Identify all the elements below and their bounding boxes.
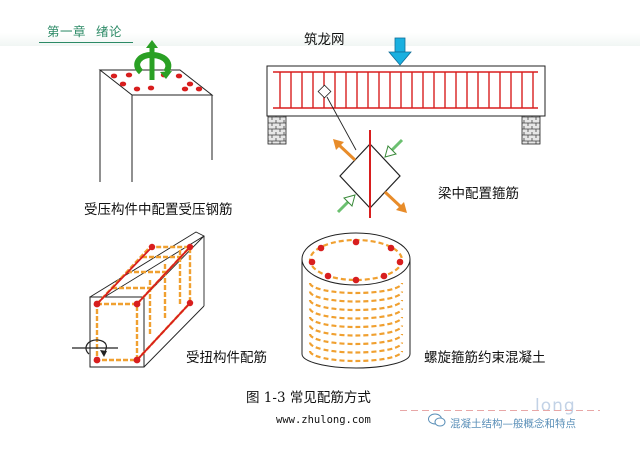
beam-stirrups xyxy=(279,72,534,108)
label-beam-stirrups: 梁中配置箍筋 xyxy=(438,186,519,202)
spiral-hoop xyxy=(308,342,404,354)
torsion-member xyxy=(72,231,205,368)
spiral-column xyxy=(301,232,411,369)
watermark-ghost-text: long xyxy=(535,396,576,416)
leader-line xyxy=(326,96,357,151)
watermark-bar xyxy=(400,410,600,411)
spiral-rebars xyxy=(308,238,404,284)
wechat-icon xyxy=(428,413,446,427)
torsion-longitudinal-bars xyxy=(96,246,191,361)
spiral-hoop xyxy=(308,291,404,303)
spiral-hoop xyxy=(308,282,404,295)
spiral-hoop xyxy=(308,299,404,312)
chapter-number: 第一章 xyxy=(47,24,87,39)
watermark-text: 混凝土结构—般概念和特点 xyxy=(450,418,576,430)
label-torsion: 受扭构件配筋 xyxy=(186,350,267,366)
label-spiral: 螺旋箍筋约束混凝土 xyxy=(424,350,546,366)
spiral-hoop xyxy=(308,325,404,337)
top-right-title: 筑龙网 xyxy=(304,32,345,48)
right-support xyxy=(521,115,541,145)
chapter-title: 绪论 xyxy=(96,24,123,39)
moment-arrow-icon xyxy=(134,40,172,80)
column-rebars xyxy=(110,72,203,92)
source-url: www.zhulong.com xyxy=(276,414,371,426)
spiral-hoop xyxy=(308,333,404,346)
stress-element xyxy=(333,130,407,218)
figure-caption: 图 1-3 常见配筋方式 xyxy=(246,390,371,406)
tension-arrows xyxy=(333,139,407,213)
beam-element-marker xyxy=(317,84,332,99)
compression-arrows xyxy=(336,138,404,214)
spiral-hoop xyxy=(308,350,404,363)
load-arrow-icon xyxy=(388,37,412,66)
chapter-heading: 第一章绪论 xyxy=(47,21,132,40)
header-band xyxy=(0,16,640,46)
spiral-hoop xyxy=(308,308,404,320)
spiral-hoop xyxy=(308,316,404,329)
chapter-rule xyxy=(39,42,133,43)
torsion-rebars xyxy=(93,243,194,364)
label-compression-steel: 受压构件中配置受压钢筋 xyxy=(84,202,233,218)
compression-column xyxy=(98,40,214,182)
torque-arrow-icon xyxy=(72,339,118,357)
left-support xyxy=(267,115,287,145)
beam-diagram xyxy=(266,37,546,218)
spiral-hoops xyxy=(308,282,404,363)
